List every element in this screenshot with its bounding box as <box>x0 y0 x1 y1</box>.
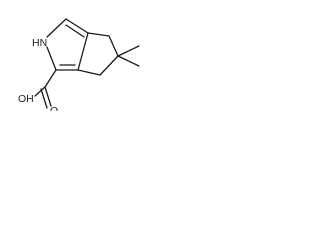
bond-c3a-c3 <box>65 18 89 34</box>
carbonyl-o-label: O <box>50 105 58 111</box>
bond-c4-c5 <box>108 35 119 57</box>
bond-c1-carboxyl <box>44 69 57 88</box>
bond-carboxyl-o-double <box>40 88 48 109</box>
bond-c5-methyl-1 <box>117 45 140 57</box>
bond-carboxyl-oh <box>34 86 46 97</box>
bond-c5-c6 <box>99 55 119 76</box>
bond-n2-c1 <box>46 46 57 71</box>
molecule-structure: HN OH O <box>18 18 140 111</box>
bond-c3a-c4 <box>87 32 110 37</box>
bond-carboxyl-o <box>44 86 52 107</box>
bond-c5-methyl-2 <box>117 55 140 67</box>
bond-c3a-c3-double <box>65 24 85 38</box>
bond-c6-c6a <box>77 69 101 76</box>
oh-label: OH <box>18 93 34 105</box>
bond-c3-n2 <box>46 18 67 38</box>
bond-c3a-c6a <box>77 32 89 71</box>
nh-label: HN <box>32 37 47 49</box>
